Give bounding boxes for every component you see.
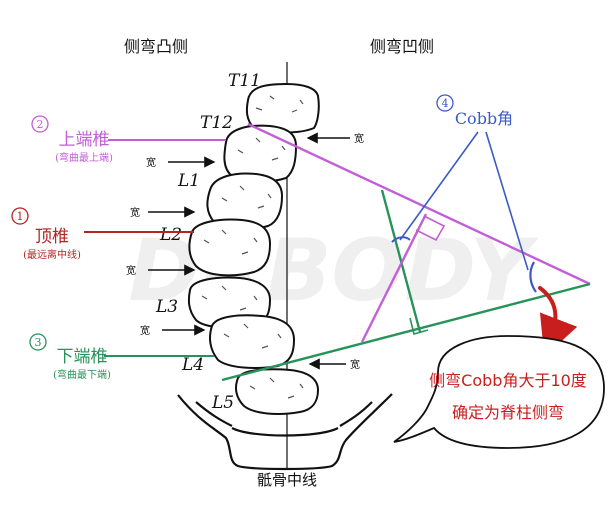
label-l5: L5 bbox=[211, 393, 234, 413]
note-bubble bbox=[393, 335, 605, 449]
upper-end-number-circle bbox=[31, 115, 49, 133]
apex-number: 1 bbox=[17, 210, 24, 223]
width-label-l2: 宽 bbox=[126, 264, 136, 277]
apex-number-circle bbox=[11, 207, 29, 225]
right-angle-lower bbox=[409, 317, 429, 335]
label-t12: T12 bbox=[200, 113, 233, 133]
cobb-number: 4 bbox=[442, 97, 449, 110]
upper-end-sub: (弯曲最上端) bbox=[55, 151, 113, 164]
width-label-t12: 宽 bbox=[146, 156, 156, 169]
note-line-1: 侧弯Cobb角大于10度 bbox=[429, 371, 587, 390]
vertebra-l2 bbox=[188, 218, 272, 277]
upper-end-number: 2 bbox=[37, 118, 44, 131]
label-l4: L4 bbox=[181, 355, 204, 375]
label-l2: L2 bbox=[159, 225, 182, 245]
label-t11: T11 bbox=[228, 71, 261, 91]
width-label-t12-right: 宽 bbox=[354, 132, 364, 145]
convex-side-label: 侧弯凸侧 bbox=[124, 37, 188, 56]
cobb-pointer-right bbox=[485, 131, 529, 271]
note-line-2: 确定为脊柱侧弯 bbox=[452, 403, 564, 422]
concave-side-label: 侧弯凹侧 bbox=[370, 37, 434, 56]
label-l3: L3 bbox=[155, 297, 178, 317]
lower-end-number: 3 bbox=[35, 336, 42, 349]
cobb-angle-arc-outer bbox=[529, 261, 537, 293]
vertebra-l4 bbox=[209, 314, 296, 369]
width-arrows bbox=[148, 132, 350, 370]
cobb-title: Cobb角 bbox=[455, 109, 513, 128]
upper-perpendicular bbox=[380, 189, 422, 333]
cobb-pointer-left bbox=[399, 131, 479, 241]
lower-end-number-circle bbox=[29, 333, 47, 351]
width-label-l1: 宽 bbox=[130, 206, 140, 219]
cobb-number-circle bbox=[436, 94, 454, 112]
lower-end-sub: (弯曲最下端) bbox=[53, 368, 111, 381]
lower-end-title: 下端椎 bbox=[57, 347, 108, 367]
apex-title: 顶椎 bbox=[35, 227, 69, 247]
apex-sub: (最远离中线) bbox=[23, 248, 81, 261]
vertebra-l5 bbox=[235, 368, 320, 415]
note-arrow bbox=[538, 286, 578, 357]
width-label-l4-right: 宽 bbox=[350, 358, 360, 371]
right-angle-upper bbox=[415, 215, 446, 242]
vertebra-l1 bbox=[206, 172, 284, 231]
upper-endplate-line bbox=[247, 122, 591, 286]
pelvis-sketch bbox=[177, 393, 393, 471]
upper-end-title: 上端椎 bbox=[59, 130, 110, 150]
width-label-l3: 宽 bbox=[140, 324, 150, 337]
label-l1: L1 bbox=[177, 171, 200, 191]
lower-endplate-line bbox=[221, 282, 591, 382]
vertebra-t12 bbox=[223, 124, 298, 183]
sacral-midline-label: 骶骨中线 bbox=[257, 471, 317, 489]
lower-perpendicular bbox=[360, 213, 428, 343]
